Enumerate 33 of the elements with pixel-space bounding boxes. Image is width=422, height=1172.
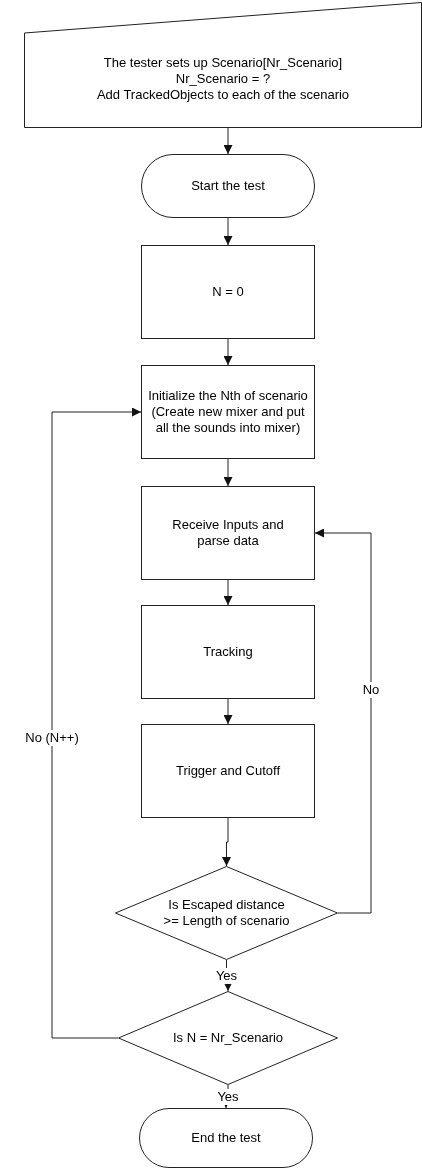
arrow bbox=[223, 698, 233, 725]
node-label: Is Escaped distance >= Length of scenario bbox=[162, 897, 291, 929]
process-box bbox=[141, 486, 315, 580]
node-label: The tester sets up Scenario[Nr_Scenario] bbox=[102, 55, 344, 71]
node-label: N = 0 bbox=[211, 284, 245, 300]
node-label: Receive Inputs and parse data bbox=[171, 517, 285, 549]
arrow bbox=[223, 217, 233, 246]
arrow bbox=[314, 528, 372, 914]
edge-label: No (N++) bbox=[24, 730, 80, 746]
process-box bbox=[141, 365, 315, 459]
node-label: Add TrackedObjects to each of the scenario bbox=[95, 87, 351, 103]
edge-label: Yes bbox=[214, 967, 239, 984]
node-label: Initialize the Nth of scenario (Create new mixer and put all the sounds into mixer) bbox=[147, 388, 309, 436]
arrow bbox=[222, 817, 231, 867]
edge-label: No bbox=[361, 682, 381, 698]
arrow bbox=[223, 458, 233, 487]
decision-diamond bbox=[115, 866, 338, 960]
node-label: Is N = Nr_Scenario bbox=[171, 1030, 285, 1046]
edge-label: Yes bbox=[216, 1088, 240, 1105]
arrow bbox=[223, 127, 233, 155]
process-box bbox=[141, 245, 315, 339]
arrow bbox=[223, 338, 233, 366]
process-box bbox=[141, 724, 315, 818]
node-label: Trigger and Cutoff bbox=[174, 763, 282, 779]
node-label: Start the test bbox=[190, 178, 266, 194]
decision-diamond bbox=[118, 991, 338, 1085]
node-label: Tracking bbox=[202, 644, 254, 660]
arrow bbox=[223, 579, 233, 606]
node-label: Nr_Scenario = ? bbox=[174, 71, 272, 87]
node-label: End the test bbox=[190, 1130, 262, 1146]
process-box bbox=[141, 605, 315, 699]
arrow bbox=[51, 407, 142, 1039]
manual-input-shape bbox=[24, 2, 422, 128]
